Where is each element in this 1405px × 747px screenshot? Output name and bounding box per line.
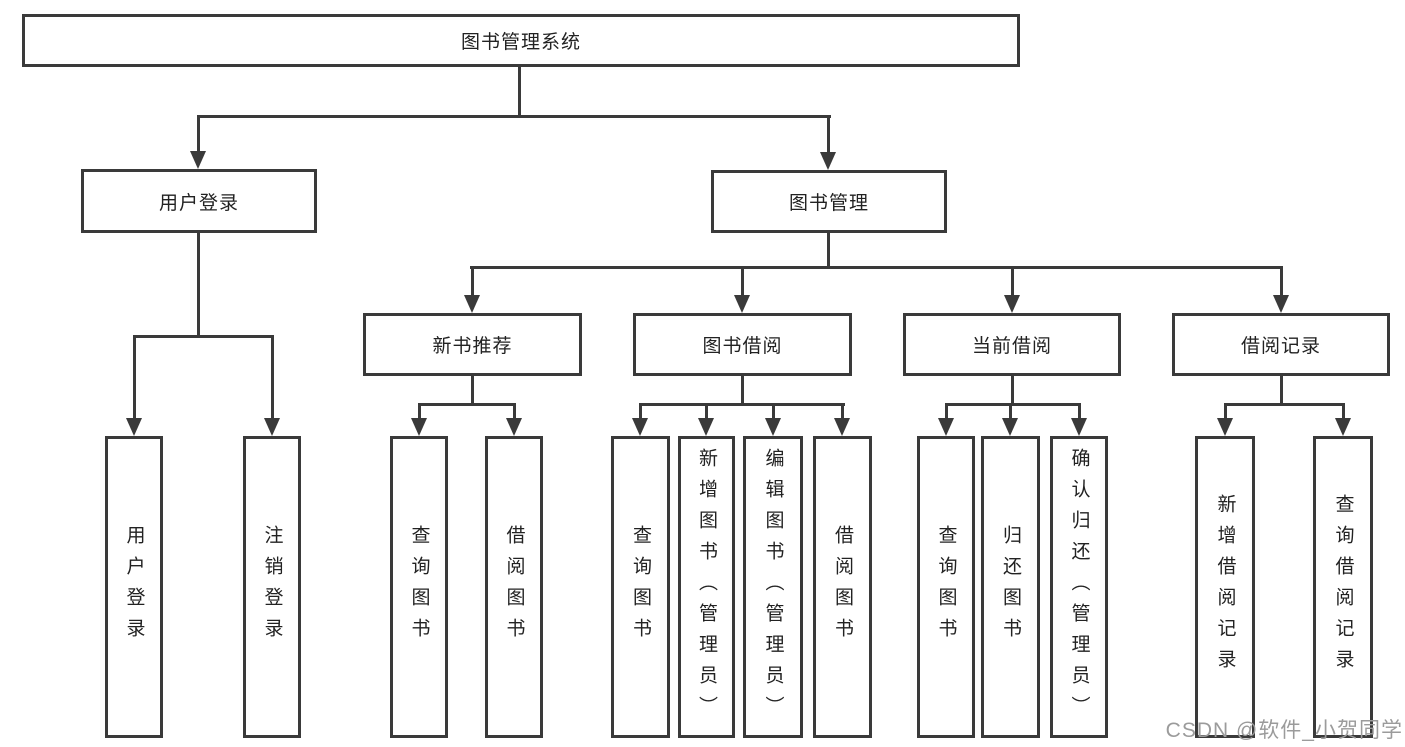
node-user-login: 用户登录 — [81, 169, 317, 233]
node-borrow-records: 借阅记录 — [1172, 313, 1390, 376]
arrowhead — [1335, 418, 1351, 436]
connector-leaf-stem — [133, 335, 136, 419]
connector-leaf-stem — [841, 403, 844, 419]
arrowhead — [632, 418, 648, 436]
arrowhead — [698, 418, 714, 436]
connector-book-management-stem — [827, 115, 830, 152]
leaf-confirm-return-admin: 确认归还（管理员） — [1050, 436, 1108, 738]
arrowhead — [464, 295, 480, 313]
connector-group1-stem — [741, 376, 744, 406]
arrowhead — [1071, 418, 1087, 436]
connector-root-crossbar — [197, 115, 831, 118]
arrowhead — [834, 418, 850, 436]
connector-group-stem — [1280, 266, 1283, 296]
node-current-borrow: 当前借阅 — [903, 313, 1121, 376]
connector-group2-crossbar — [945, 403, 1081, 406]
leaf-return-books: 归还图书 — [981, 436, 1040, 738]
arrowhead — [1002, 418, 1018, 436]
connector-book-subtree-stem — [827, 233, 830, 269]
connector-group3-stem — [1280, 376, 1283, 406]
connector-leaf-stem — [1009, 403, 1012, 419]
leaf-add-borrow-record: 新增借阅记录 — [1195, 436, 1255, 738]
connector-group0-crossbar — [418, 403, 516, 406]
node-new-book-recommend: 新书推荐 — [363, 313, 582, 376]
connector-leaf-stem — [705, 403, 708, 419]
leaf-borrow-books: 借阅图书 — [813, 436, 872, 738]
leaf-add-book-admin: 新增图书（管理员） — [678, 436, 735, 738]
connector-group3-crossbar — [1224, 403, 1345, 406]
leaf-edit-book-admin: 编辑图书（管理员） — [743, 436, 803, 738]
arrowhead — [126, 418, 142, 436]
leaf-query-books: 查询图书 — [917, 436, 975, 738]
connector-group2-stem — [1011, 376, 1014, 406]
arrowhead — [411, 418, 427, 436]
connector-leaf-stem — [418, 403, 421, 419]
arrowhead — [264, 418, 280, 436]
connector-user-subtree-crossbar — [133, 335, 274, 338]
connector-leaf-stem — [513, 403, 516, 419]
connector-leaf-stem — [945, 403, 948, 419]
leaf-query-books: 查询图书 — [611, 436, 670, 738]
arrowhead — [765, 418, 781, 436]
connector-leaf-stem — [1224, 403, 1227, 419]
arrowhead — [820, 152, 836, 170]
leaf-query-borrow-record: 查询借阅记录 — [1313, 436, 1373, 738]
arrowhead — [1004, 295, 1020, 313]
connector-leaf-stem — [772, 403, 775, 419]
arrowhead — [1217, 418, 1233, 436]
csdn-watermark: CSDN @软件_小贺同学 — [1165, 719, 1403, 742]
leaf-user-login: 用户登录 — [105, 436, 163, 738]
arrowhead — [734, 295, 750, 313]
connector-book-subtree-crossbar — [470, 266, 1283, 269]
arrowhead — [506, 418, 522, 436]
connector-leaf-stem — [639, 403, 642, 419]
connector-leaf-stem — [1078, 403, 1081, 419]
connector-group1-crossbar — [639, 403, 845, 406]
connector-group0-stem — [471, 376, 474, 406]
connector-user-login-stem — [197, 115, 200, 152]
leaf-borrow-books: 借阅图书 — [485, 436, 543, 738]
connector-group-stem — [741, 266, 744, 296]
connector-group-stem — [1011, 266, 1014, 296]
node-book-borrow: 图书借阅 — [633, 313, 852, 376]
node-root-book-management-system: 图书管理系统 — [22, 14, 1020, 67]
arrowhead — [190, 151, 206, 169]
connector-root-stem — [518, 66, 521, 118]
node-book-management: 图书管理 — [711, 170, 947, 233]
connector-user-subtree-stem — [197, 233, 200, 338]
leaf-query-books: 查询图书 — [390, 436, 448, 738]
arrowhead — [938, 418, 954, 436]
connector-leaf-stem — [271, 335, 274, 419]
connector-group-stem — [471, 266, 474, 296]
arrowhead — [1273, 295, 1289, 313]
connector-leaf-stem — [1342, 403, 1345, 419]
leaf-logout: 注销登录 — [243, 436, 301, 738]
